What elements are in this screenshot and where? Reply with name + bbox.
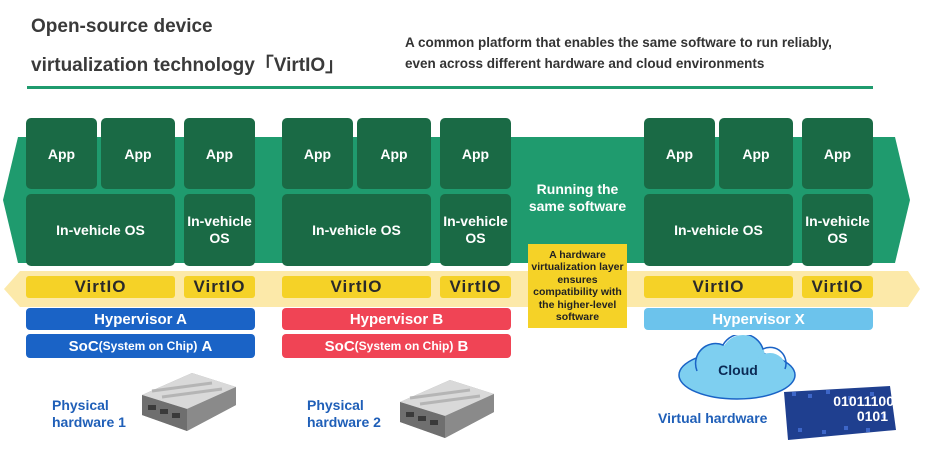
app-box-x3: App (802, 118, 873, 189)
os-label-line-2: OS (209, 230, 230, 246)
cloud-label: Cloud (718, 362, 758, 378)
virtio-layer-b2: VirtIO (440, 276, 511, 298)
os-label-line-1: In-vehicle (805, 213, 870, 229)
soc-b-paren: (System on Chip) (354, 339, 454, 353)
binary-line-2: 0101 (856, 408, 888, 424)
ecu-hardware-icon (400, 380, 494, 438)
virtualization-note: A hardware virtualization layer ensures … (528, 244, 627, 328)
app-box-b2: App (357, 118, 431, 189)
os-box-a1: In-vehicle OS (26, 194, 175, 266)
subtitle-line-2: even across different hardware and cloud… (405, 56, 765, 71)
note-line-2: virtualization layer (531, 261, 624, 273)
soc-b-main: SoC (324, 337, 355, 355)
os-label-line-2: OS (827, 230, 848, 246)
virtio-layer-b1: VirtIO (282, 276, 431, 298)
os-box-b1: In-vehicle OS (282, 194, 431, 266)
virtio-layer-a2: VirtIO (184, 276, 255, 298)
os-box-x2: In-vehicle OS (802, 194, 873, 266)
header-divider (27, 86, 873, 89)
soc-b: SoC(System on Chip) B (282, 334, 511, 358)
physical-hardware-2-label: Physical hardware 2 (307, 397, 381, 431)
hypervisor-b: Hypervisor B (282, 308, 511, 330)
page-title-line-1: Open-source device (31, 16, 213, 37)
running-same-software-label: Running the same software (520, 181, 635, 215)
ecu-hardware-icon (142, 373, 236, 431)
running-line-2: same software (528, 198, 627, 214)
soc-a: SoC(System on Chip) A (26, 334, 255, 358)
virtual-hardware-label: Virtual hardware (658, 410, 768, 426)
hypervisor-a: Hypervisor A (26, 308, 255, 330)
running-line-1: Running the (536, 181, 619, 197)
virtio-layer-a1: VirtIO (26, 276, 175, 298)
os-label-line-1: In-vehicle (187, 213, 252, 229)
virtual-chip-icon (784, 386, 896, 440)
app-box-a3: App (184, 118, 255, 189)
physical-hardware-1-label: Physical hardware 1 (52, 397, 126, 431)
app-box-a1: App (26, 118, 97, 189)
app-box-a2: App (101, 118, 175, 189)
soc-a-suffix: A (201, 337, 213, 355)
note-line-3: ensures (557, 273, 598, 286)
os-box-b2: In-vehicle OS (440, 194, 511, 266)
note-line-1: A hardware (549, 248, 606, 261)
app-box-b3: App (440, 118, 511, 189)
hw2-line-1: Physical (307, 397, 364, 413)
virtio-layer-x2: VirtIO (802, 276, 873, 298)
soc-a-paren: (System on Chip) (98, 339, 198, 353)
app-box-x1: App (644, 118, 715, 189)
subtitle-line-1: A common platform that enables the same … (405, 35, 832, 50)
virtio-layer-x1: VirtIO (644, 276, 793, 298)
os-box-a2: In-vehicle OS (184, 194, 255, 266)
binary-code: 01011100 0101 (784, 394, 894, 424)
hw1-line-1: Physical (52, 397, 109, 413)
note-line-4: compatibility with (533, 286, 622, 298)
app-box-x2: App (719, 118, 793, 189)
page-title-line-2: virtualization technology「VirtIO」 (31, 55, 345, 76)
soc-b-suffix: B (457, 337, 469, 355)
cloud-icon (678, 335, 796, 400)
note-line-5: the higher-level (538, 298, 617, 311)
soc-a-main: SoC (68, 337, 99, 355)
hypervisor-x: Hypervisor X (644, 308, 873, 330)
hw2-line-2: hardware 2 (307, 414, 381, 430)
app-box-b1: App (282, 118, 353, 189)
note-line-6: software (555, 311, 600, 323)
binary-line-1: 01011100 (833, 393, 894, 409)
os-label-line-1: In-vehicle (443, 213, 508, 229)
hw1-line-2: hardware 1 (52, 414, 126, 430)
os-box-x1: In-vehicle OS (644, 194, 793, 266)
os-label-line-2: OS (465, 230, 486, 246)
